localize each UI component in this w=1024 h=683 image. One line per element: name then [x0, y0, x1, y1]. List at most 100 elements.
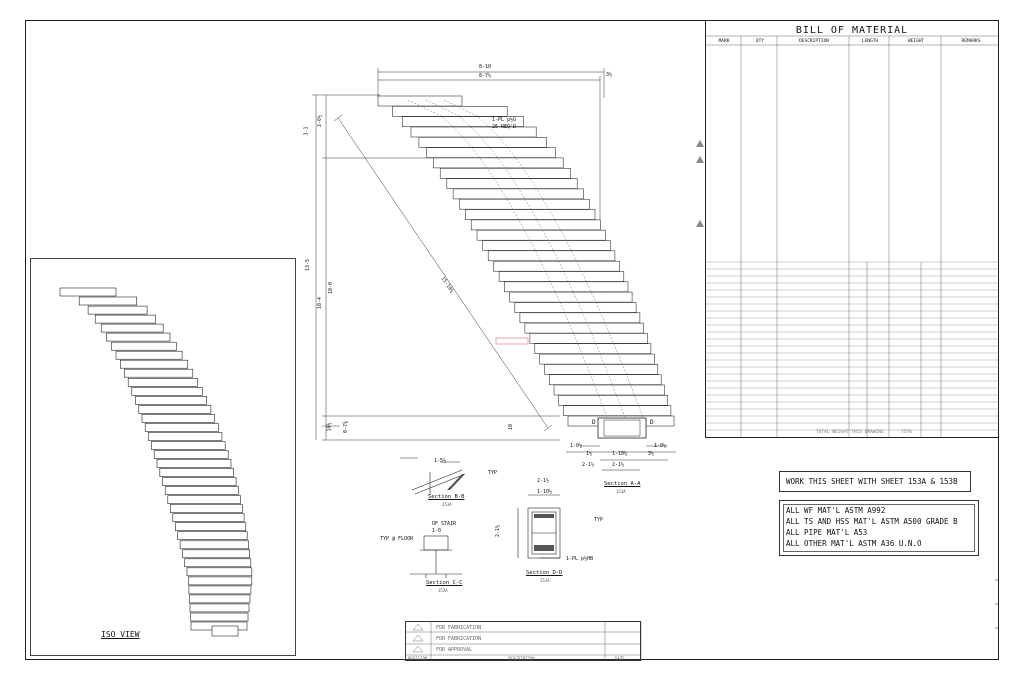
stair-tread	[470, 219, 601, 231]
dim-top-right: 3½	[606, 72, 613, 78]
iso-stair-tread	[182, 549, 250, 559]
stair-tread	[410, 126, 537, 138]
iso-stair-tread	[190, 612, 249, 622]
stair-tread	[459, 198, 590, 210]
stair-tread	[476, 229, 606, 241]
stair-stringer-line	[425, 99, 627, 421]
dim-bottom-1: 1-0½	[570, 443, 583, 449]
iso-stair-tread	[172, 513, 245, 523]
stair-tread	[553, 384, 665, 396]
revision-row-2: FOR FABRICATION	[436, 636, 482, 642]
stair-tread	[539, 353, 655, 365]
iso-stair-tread	[159, 468, 235, 477]
revision-triangle-icon	[696, 156, 704, 163]
iso-stair-tread	[127, 377, 198, 387]
iso-stair-tread	[131, 386, 203, 396]
iso-stair-tread	[106, 332, 171, 342]
iso-stair-tread	[151, 441, 226, 450]
section-cc-dim: 1-0	[432, 528, 442, 534]
section-bb-dim: 1-5½	[434, 458, 447, 464]
stair-tread	[514, 302, 637, 313]
stair-stringer-line	[407, 99, 609, 421]
iso-stair-tread	[59, 287, 117, 297]
iso-stair-tread	[175, 522, 247, 532]
iso-stair-tread	[177, 531, 248, 541]
stair-tread	[563, 405, 672, 416]
cut-mark-left: D	[592, 419, 596, 426]
section-dd-typ: TYP	[594, 517, 604, 523]
dim-bottom-3: 1-0½	[654, 443, 667, 449]
iso-stair-tread	[164, 486, 239, 495]
stair-tread	[504, 281, 629, 293]
section-dd-width2: 1-10½	[537, 489, 553, 495]
section-dd-note: 1-PL p½HB	[566, 556, 594, 562]
revision-row-3: FOR APPROVAL	[436, 647, 473, 653]
section-aa-sheet: 153A	[616, 489, 626, 494]
cut-mark-right: D	[650, 419, 654, 426]
stair-tread	[439, 168, 571, 179]
section-bb-sheet: 153A	[442, 502, 452, 507]
revision-col-revision: REVISION	[408, 656, 428, 661]
stair-tread	[529, 333, 648, 344]
dim-bottom-7: 2-1½	[582, 462, 595, 468]
bill-of-material-table: BILL OF MATERIAL MARK QTY DESCRIPTION LE…	[705, 20, 999, 438]
material-note-2: ALL TS AND HSS MAT'L ASTM A500 GRADE B	[786, 517, 958, 526]
iso-view-frame	[30, 258, 296, 656]
iso-stair-tread	[167, 495, 241, 504]
stair-tread	[402, 116, 524, 127]
revision-col-description: DESCRIPTION	[508, 656, 535, 661]
section-cc-sheet: 153A	[438, 588, 448, 593]
section-dd-title: Section D-D	[526, 570, 563, 576]
material-note-4: ALL OTHER MAT'L ASTM A36 U.N.O	[786, 539, 922, 548]
revision-block	[405, 621, 641, 661]
section-bb-typ: TYP	[488, 470, 498, 476]
stair-tread	[519, 312, 641, 324]
section-aa-title: Section A-A	[604, 481, 641, 487]
iso-stair-tread	[111, 341, 177, 351]
bom-col-length: LENGTH	[861, 39, 879, 44]
iso-stair-tread	[184, 558, 252, 568]
note-plate: 1-PL p½G	[492, 117, 517, 123]
section-cc-title: Section C-C	[426, 580, 463, 586]
iso-stair-base	[211, 625, 239, 637]
section-cc-note: OF STAIR	[432, 521, 457, 527]
dim-top-inner: 8-7½	[479, 73, 492, 79]
iso-stair-tread	[78, 296, 137, 306]
iso-stair-tread	[144, 423, 219, 432]
section-cc-typ: TYP @ FLOOR	[380, 536, 414, 542]
dim-bottom-5: 1-10½	[612, 451, 628, 457]
iso-stair-tread	[124, 368, 194, 378]
iso-stair-tread	[138, 405, 212, 414]
bom-col-description: DESCRIPTION	[799, 39, 829, 44]
stair-tread	[534, 343, 652, 354]
stair-tread	[392, 106, 508, 117]
stair-tread	[418, 137, 547, 148]
revision-col-date: DATE	[615, 656, 625, 661]
iso-stair-tread	[87, 305, 148, 315]
material-note-3: ALL PIPE MAT'L A53	[786, 528, 868, 537]
iso-stair-tread	[189, 594, 251, 604]
bom-col-mark: MARK	[718, 39, 730, 44]
stair-tread	[493, 260, 620, 272]
bom-col-qty: QTY	[755, 39, 765, 44]
iso-stair-tread	[115, 350, 183, 360]
material-note-1: ALL WF MAT'L ASTM A992	[786, 506, 886, 515]
stair-tread	[433, 157, 564, 169]
stair-tread	[465, 209, 596, 220]
iso-stair-tread	[189, 603, 250, 613]
iso-stair-tread	[162, 477, 237, 486]
revision-triangle-icon	[696, 140, 704, 147]
dim-bottom-2: 2-1½	[612, 462, 625, 468]
bom-total-value: 7576	[901, 430, 912, 435]
iso-stair-tread	[135, 395, 207, 405]
work-with-sheet-note: WORK THIS SHEET WITH SHEET 153A & 153B	[779, 471, 971, 492]
material-notes-box: ALL WF MAT'L ASTM A992 ALL TS AND HSS MA…	[779, 500, 979, 556]
iso-stair-tread	[153, 450, 229, 459]
stair-tread	[509, 291, 633, 303]
